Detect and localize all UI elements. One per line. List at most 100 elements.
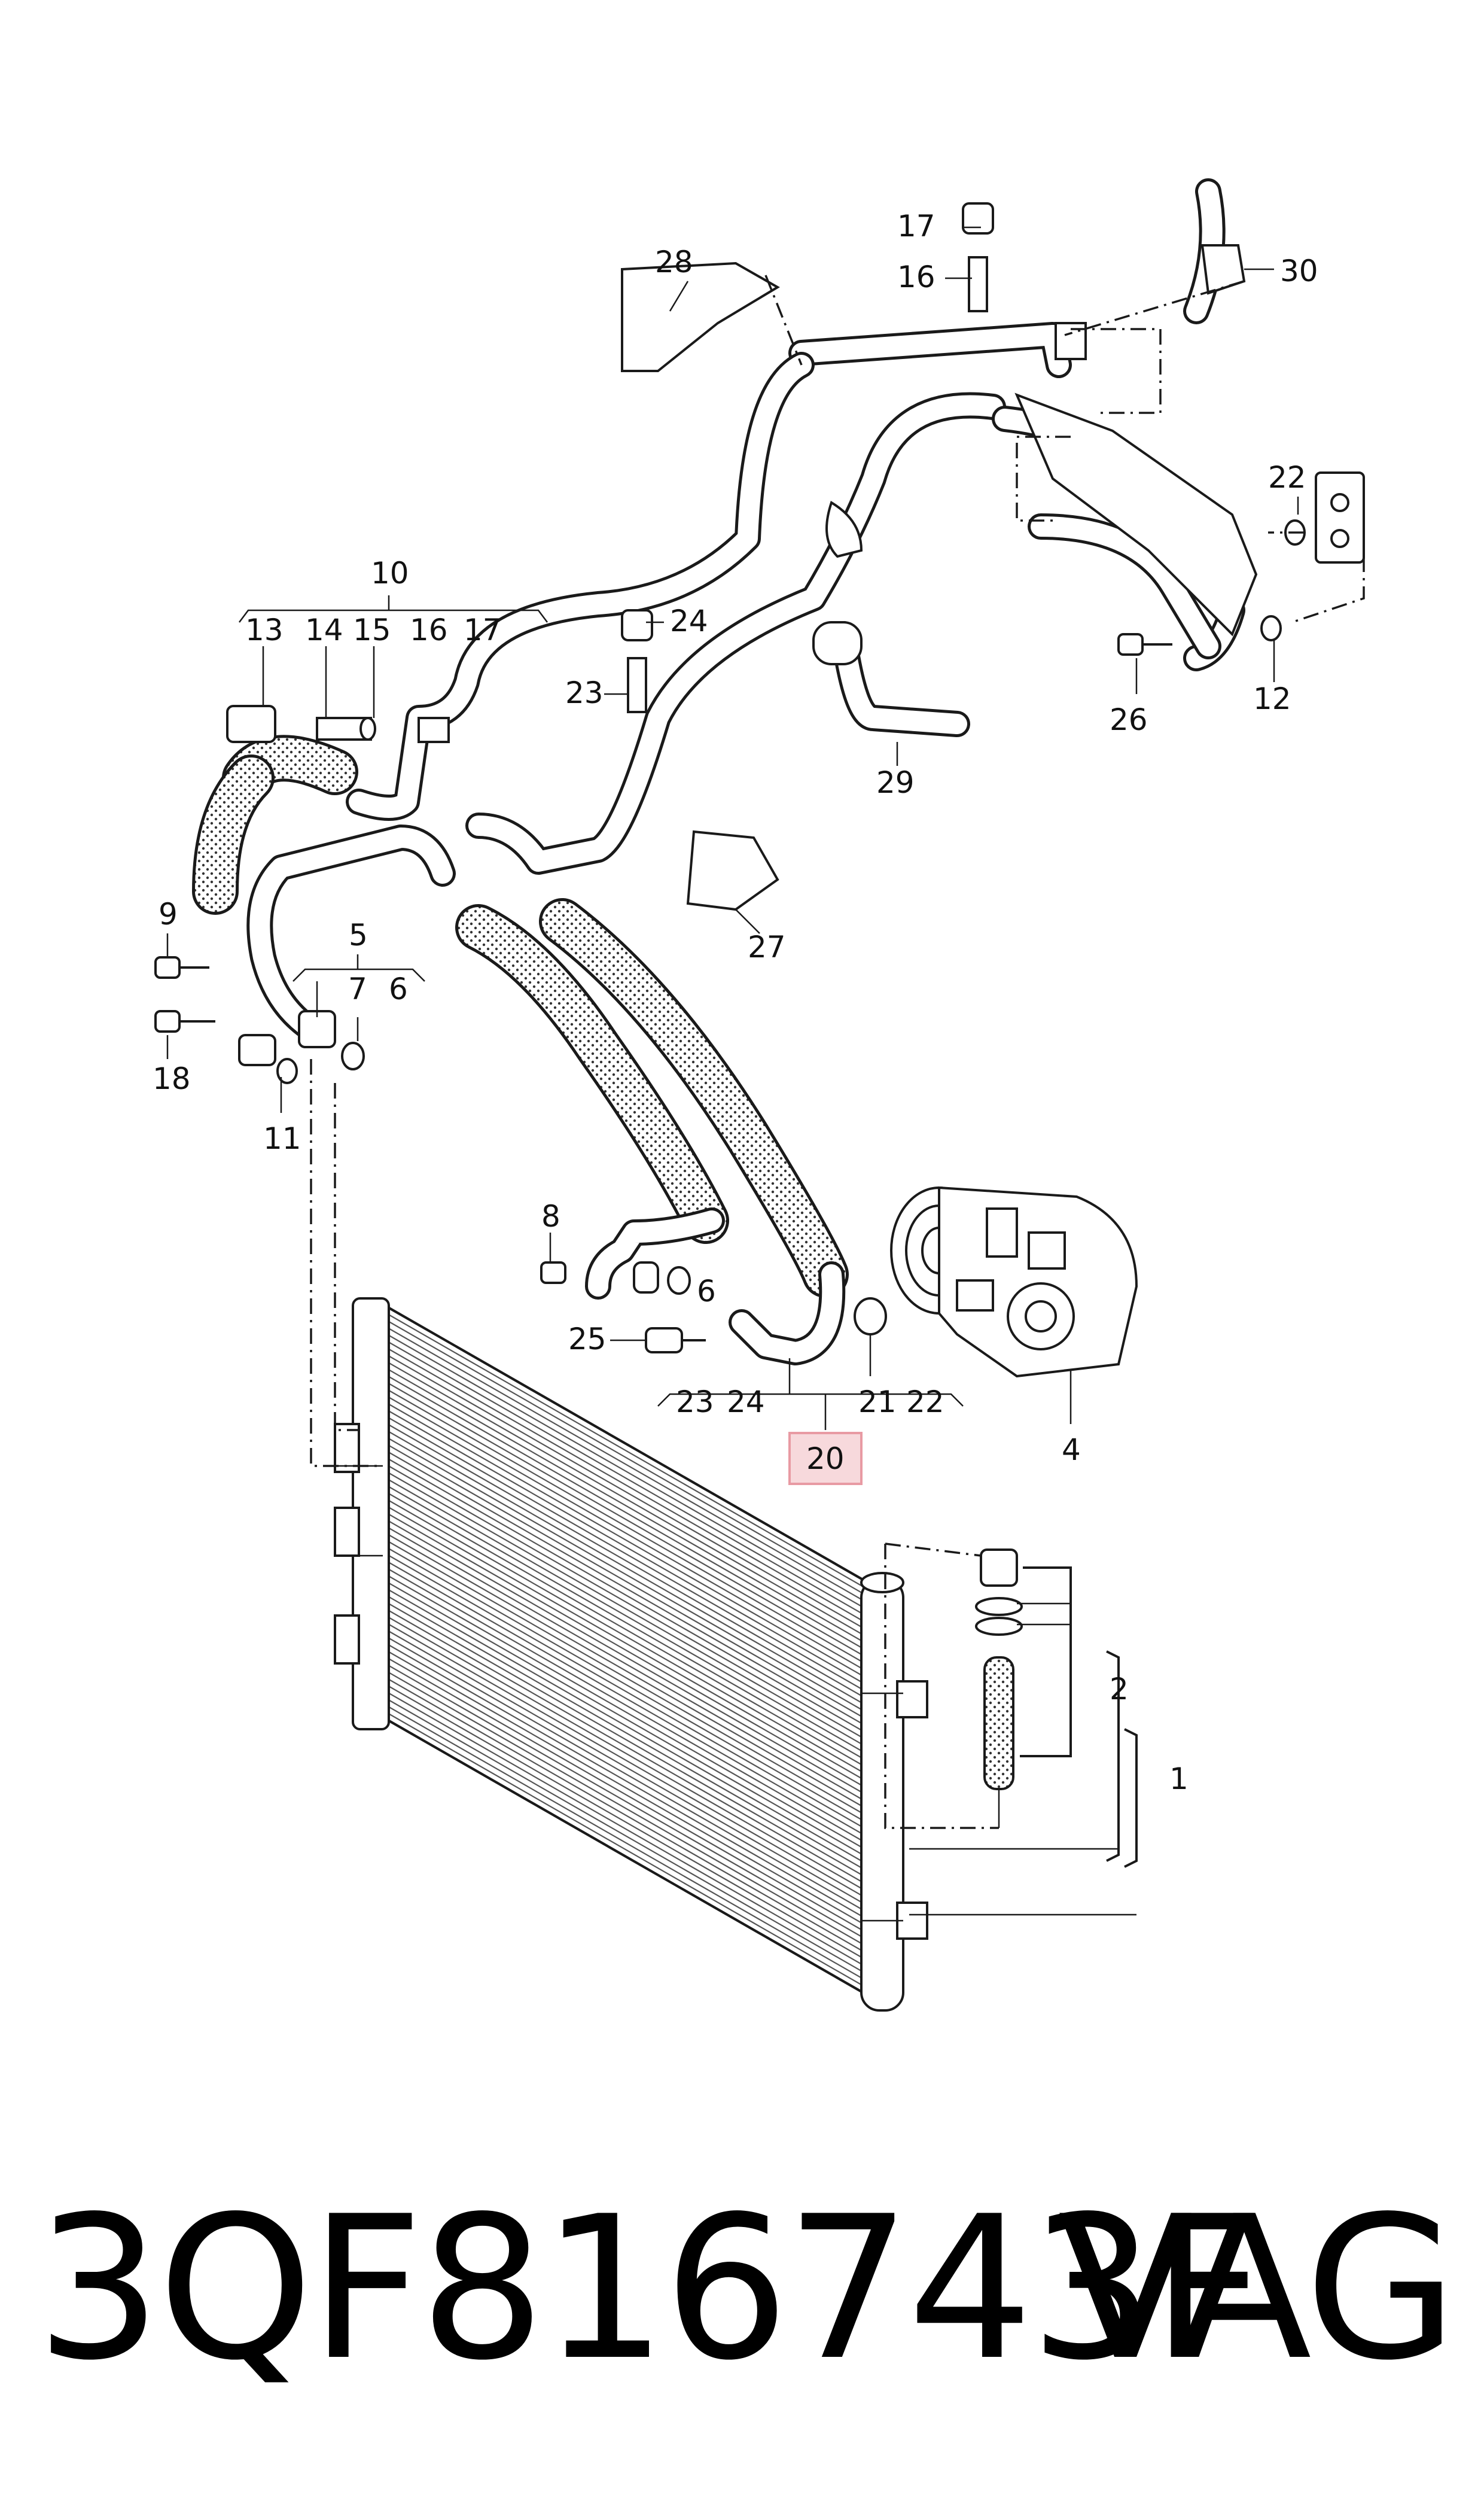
condenser-fin <box>382 1352 874 1635</box>
flange-plate <box>1315 471 1365 564</box>
callout-11: 11 <box>263 1121 301 1156</box>
condenser-fin <box>382 1593 874 1875</box>
callout-6b: 6 <box>697 1274 716 1309</box>
condenser-fin <box>382 1441 874 1724</box>
callout-28: 28 <box>655 245 693 279</box>
condenser-fin <box>382 1627 874 1910</box>
callout-20-highlight <box>788 1432 863 1485</box>
seal-15 <box>359 717 376 741</box>
condenser-fin <box>382 1434 874 1717</box>
callout-13: 13 <box>245 613 284 647</box>
condenser-fin <box>382 1483 874 1765</box>
condenser-fin <box>382 1634 874 1916</box>
condenser-fin <box>382 1524 874 1806</box>
seal-21-22 <box>854 1297 887 1335</box>
condenser-fin <box>382 1489 874 1772</box>
callout-24: 24 <box>727 1385 765 1419</box>
callout-7: 7 <box>348 972 367 1006</box>
callout-2: 2 <box>1110 1672 1129 1706</box>
callout-9: 9 <box>159 897 178 932</box>
condenser-fin <box>382 1682 874 1965</box>
condenser-fin <box>382 1379 874 1662</box>
bolt-18 <box>154 1010 181 1033</box>
valve-16 <box>968 256 988 312</box>
seal-12 <box>1260 615 1282 641</box>
callout-15: 15 <box>353 613 391 647</box>
callout-29: 29 <box>876 765 915 800</box>
callout-22: 22 <box>906 1385 944 1419</box>
condenser-fin <box>382 1400 874 1683</box>
callout-30: 30 <box>1280 254 1318 288</box>
callout-6: 6 <box>389 972 408 1006</box>
callout-26: 26 <box>1110 702 1148 737</box>
seal-6-lower <box>341 1042 365 1070</box>
condenser-fin <box>382 1579 874 1861</box>
condenser-fin <box>382 1462 874 1745</box>
footer: 3QF816743F VAG <box>0 2166 1484 2501</box>
callouts: 1 2 4 5 6 6 7 8 9 10 11 12 13 14 15 16 1… <box>153 209 1318 1796</box>
condenser-fin <box>382 1668 874 1951</box>
condenser-fin <box>382 1607 874 1889</box>
condenser-fin <box>382 1551 874 1834</box>
drier-cartridge <box>975 1548 1023 1828</box>
part-number: 3QF816743F <box>36 2174 1265 2404</box>
condenser-fin <box>382 1407 874 1690</box>
condenser-fin <box>382 1703 874 1985</box>
callout-23b: 23 <box>565 676 604 710</box>
fitting-16-17 <box>418 717 450 743</box>
condenser-fin <box>382 1455 874 1738</box>
condenser-fin <box>382 1662 874 1944</box>
condenser-fin <box>382 1345 874 1627</box>
cap-17 <box>962 202 994 235</box>
condenser-fin <box>382 1538 874 1820</box>
callout-20: 20 <box>806 1441 845 1476</box>
condenser-fin <box>382 1503 874 1786</box>
condenser-fin <box>382 1613 874 1896</box>
callout-21: 21 <box>858 1385 897 1419</box>
compressor <box>890 1186 1138 1378</box>
callout-4: 4 <box>1062 1432 1081 1467</box>
condenser-fin <box>382 1544 874 1827</box>
bolt-26 <box>1117 633 1144 656</box>
condenser-fin <box>382 1558 874 1841</box>
condenser-fin <box>382 1654 874 1937</box>
callout-22b: 22 <box>1268 460 1306 495</box>
condenser-fin <box>382 1414 874 1696</box>
callout-5: 5 <box>349 918 368 953</box>
brand-label: VAG <box>1058 2174 1458 2404</box>
seal-6-upper <box>667 1266 691 1295</box>
condenser-fin <box>382 1648 874 1930</box>
condenser-fin <box>382 1469 874 1751</box>
condenser-fin <box>382 1675 874 1958</box>
condenser-fin <box>382 1586 874 1869</box>
condenser-fin <box>382 1531 874 1814</box>
callout-18: 18 <box>153 1061 191 1096</box>
condenser-fin <box>382 1373 874 1655</box>
callout-10: 10 <box>371 556 409 591</box>
condenser-fin <box>382 1599 874 1882</box>
condenser-fin <box>382 1324 874 1607</box>
ac-system-exploded-diagram: 1 2 4 5 6 6 7 8 9 10 11 12 13 14 15 16 1… <box>153 178 1365 2012</box>
condenser-fin <box>382 1620 874 1903</box>
callout-17b: 17 <box>897 209 936 244</box>
condenser-fin <box>382 1359 874 1641</box>
callout-23: 23 <box>676 1385 714 1419</box>
callout-17: 17 <box>464 613 502 647</box>
callout-27: 27 <box>748 930 786 965</box>
callout-16b: 16 <box>897 260 936 294</box>
condenser-fin <box>382 1310 874 1593</box>
callout-24b: 24 <box>670 604 708 638</box>
callout-12: 12 <box>1253 682 1291 716</box>
condenser-fin <box>382 1510 874 1793</box>
pressure-sensor-13 <box>226 705 276 743</box>
seal-11 <box>276 1058 298 1084</box>
heat-shield <box>1014 393 1258 637</box>
condenser-fin <box>382 1448 874 1731</box>
condenser-fin <box>382 1475 874 1759</box>
callout-8: 8 <box>541 1199 560 1234</box>
condenser-fin <box>382 1428 874 1710</box>
bolt-9 <box>154 956 181 979</box>
callout-25: 25 <box>568 1322 607 1356</box>
condenser-fin <box>382 1393 874 1676</box>
condenser <box>334 1297 928 2012</box>
